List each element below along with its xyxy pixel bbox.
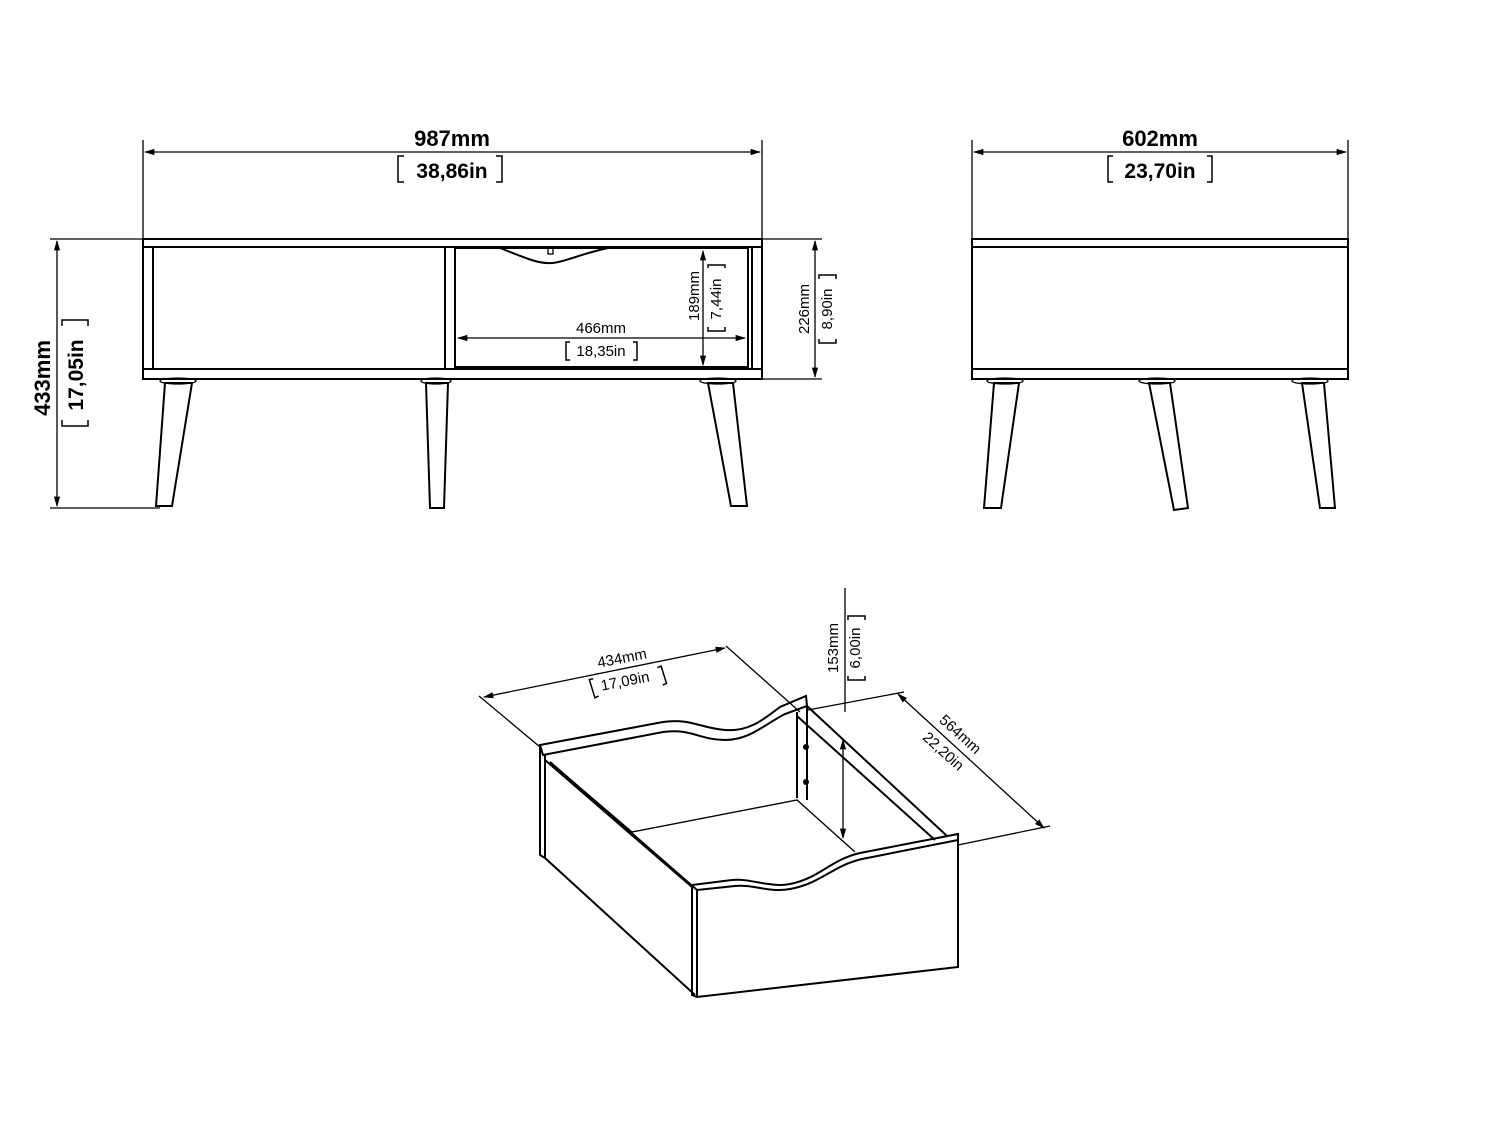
width-mm-label: 987mm — [414, 126, 490, 151]
side-legs — [982, 377, 1337, 512]
drawer-iso-width-dimension-line — [482, 646, 727, 699]
body-height-mm-label: 226mm — [796, 284, 813, 334]
height-in-label: 17,05in — [65, 339, 88, 410]
depth-in-label: 23,70in — [1124, 160, 1195, 183]
drawer-iso-front-panel — [691, 832, 959, 999]
drawer-width-in-label: 18,35in — [576, 343, 625, 360]
drawer-iso-depth-dimension-line — [897, 693, 1045, 829]
drawer-width-mm-label: 466mm — [576, 320, 626, 337]
front-view: 987mm 38,86in 433mm 17,05in 466mm 18,35i… — [30, 126, 837, 509]
drawer-isometric-view: 434mm 17,09in 153mm 6,00in 564mm 22,20in — [478, 588, 1051, 999]
body-height-in-label: 8,90in — [819, 289, 836, 330]
front-legs — [154, 377, 749, 509]
width-in-label: 38,86in — [416, 160, 487, 183]
depth-mm-label: 602mm — [1122, 126, 1198, 151]
side-view: 602mm 23,70in — [971, 126, 1349, 512]
drawer-height-in-label: 7,44in — [708, 279, 725, 320]
drawer-iso-height-in-label: 6,00in — [847, 628, 864, 669]
drawer-iso-width-mm-label: 434mm — [596, 645, 648, 671]
drawer-front — [454, 247, 749, 368]
height-mm-label: 433mm — [30, 340, 55, 416]
drawer-iso-height-mm-label: 153mm — [825, 623, 842, 673]
drawer-height-mm-label: 189mm — [686, 271, 703, 321]
